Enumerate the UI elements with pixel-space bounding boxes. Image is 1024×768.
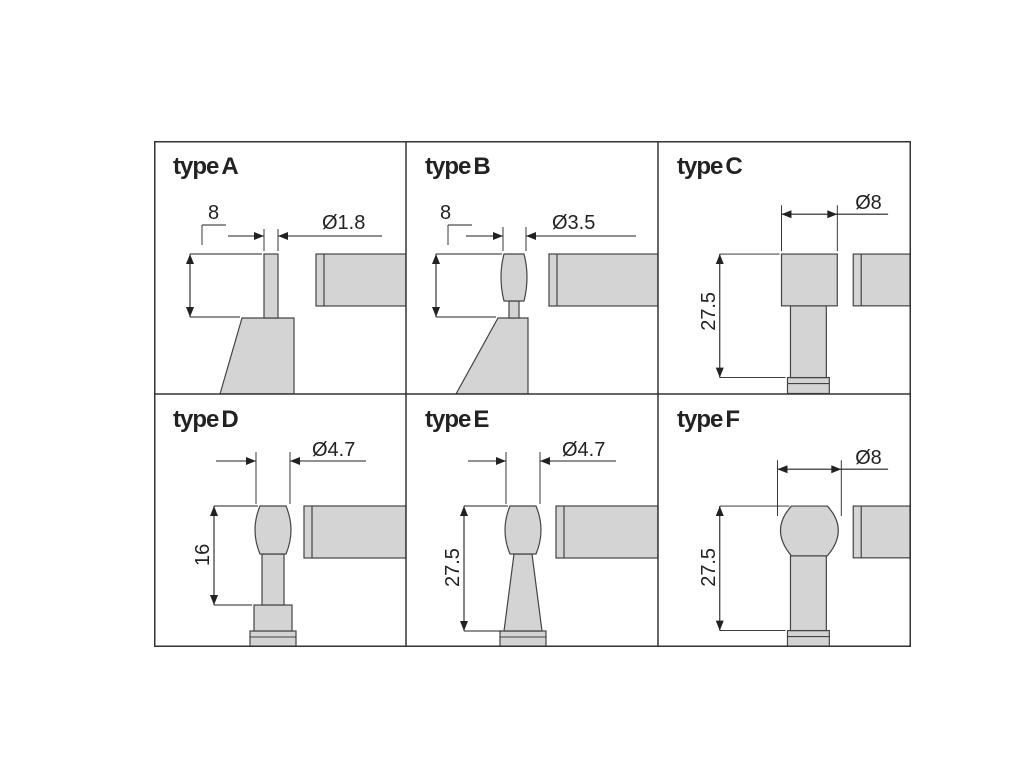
type-f-tip [779,505,839,557]
type-a-height-label: 8 [208,202,219,224]
type-e-tip [504,505,542,555]
type-b-diameter-label: Ø3.5 [552,212,595,234]
type-a-tip [263,253,279,319]
type-a-diameter-label: Ø1.8 [322,212,365,234]
type-f-shaft [789,551,827,632]
type-c-diameter-label: Ø8 [855,192,882,214]
type-f-height-label: 27.5 [698,548,720,587]
type-e-height-label: 27.5 [442,548,464,587]
type-d-diameter-label: Ø4.7 [312,439,355,461]
type-b-anvil [548,253,658,307]
type-e-diameter-label: Ø4.7 [562,439,605,461]
type-c-height-label: 27.5 [698,292,720,331]
type-f-diameter-label: Ø8 [855,447,882,469]
type-e-anvil [555,505,658,559]
type-e-shaft [503,553,543,632]
type-d-anvil [303,505,406,559]
type-b-base [455,317,529,394]
type-c-shaft [789,305,827,379]
type-a-anvil [315,253,406,307]
type-d-tip [254,505,292,555]
type-b-height-label: 8 [440,202,451,224]
type-b-tip [500,253,528,302]
type-d-shaft [261,553,285,606]
type-a-base [219,317,295,394]
type-c-tip [780,253,838,307]
type-d-height-label: 16 [192,544,214,566]
